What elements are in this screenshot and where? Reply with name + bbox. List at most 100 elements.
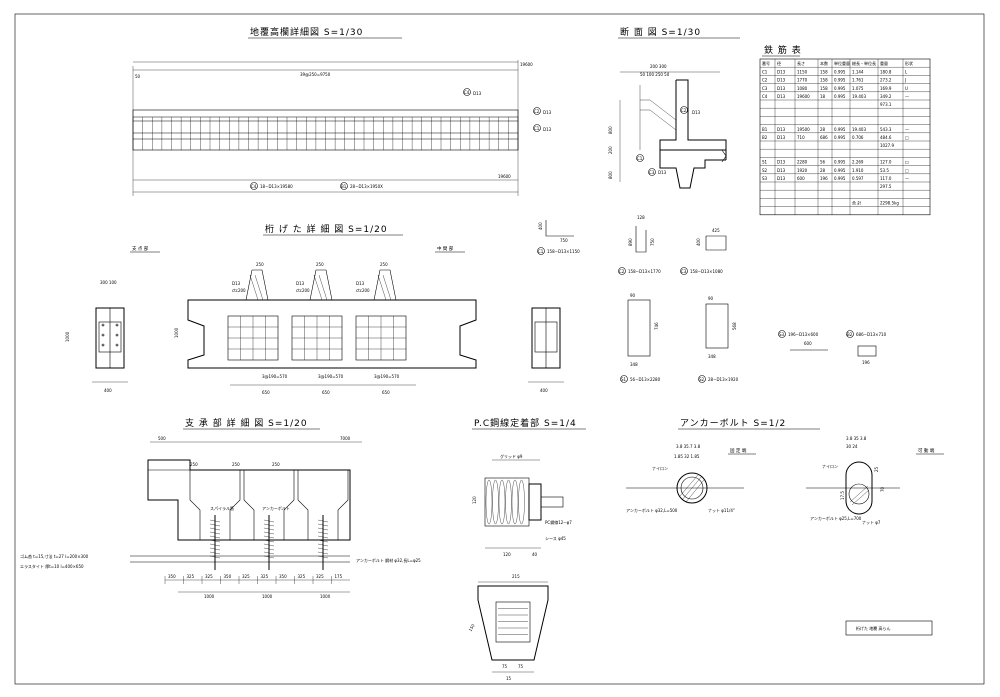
svg-text:500: 500 [158,436,166,441]
table-cell: D13 [777,135,786,140]
svg-text:50 100 250 50: 50 100 250 50 [640,72,670,77]
svg-text:C2: C2 [619,269,625,274]
svg-text:348: 348 [630,362,638,367]
table-cell: 0.995 [834,168,846,173]
table-cell: 1.910 [852,168,864,173]
table-header-cell: 本数 [820,60,828,66]
svg-text:325: 325 [261,574,269,579]
svg-text:C2: C2 [681,108,687,113]
svg-text:3@190=570: 3@190=570 [318,374,344,379]
section-title: 断 面 図 S=1/30 [620,26,701,38]
table-cell: 117.0 [880,176,892,181]
svg-text:175: 175 [335,574,343,579]
table-cell: 2.269 [852,160,864,165]
svg-text:350: 350 [279,574,287,579]
table-cell: 0.995 [834,78,846,83]
svg-text:50: 50 [135,74,141,79]
table-header-cell: 総長・単位長 [852,60,876,66]
svg-text:ナイロン: ナイロン [652,465,668,471]
svg-text:30 24: 30 24 [846,444,858,449]
table-cell: 1.144 [852,69,864,74]
table-cell: 973.1 [880,102,892,107]
table-cell: C3 [762,86,768,91]
table-cell: 28 [820,168,826,173]
table-cell: 686 [820,135,828,140]
elevation-posts [132,117,519,150]
girder-title: 桁 げ た 詳 細 図 S=1/20 [265,223,388,235]
svg-text:348: 348 [708,354,716,359]
table-cell: 56 [820,160,826,165]
svg-text:固 定 端: 固 定 端 [730,447,747,454]
table-cell: S3 [762,176,768,181]
svg-text:568: 568 [732,322,737,330]
svg-text:90: 90 [708,296,714,301]
svg-text:686−D13×710: 686−D13×710 [856,332,887,337]
svg-text:250: 250 [272,462,280,467]
table-cell: 297.5 [880,184,892,189]
svg-text:39@250=9750: 39@250=9750 [300,72,331,77]
svg-text:B2: B2 [847,332,853,337]
svg-text:250: 250 [380,262,388,267]
girder-detail: 桁 げ た 詳 細 図 S=1/20 支 点 部 中 間 部 300 100 4… [65,223,564,395]
bearing-title: 支 承 部 詳 細 図 S=1/20 [185,417,308,429]
svg-text:桁げた 地覆 高らん: 桁げた 地覆 高らん [856,625,891,631]
svg-text:350: 350 [168,574,176,579]
svg-text:19600: 19600 [520,62,533,67]
svg-text:C1: C1 [534,126,540,131]
table-cell: D13 [777,176,786,181]
table-cell: U [905,86,908,91]
svg-text:D13: D13 [232,281,241,286]
table-cell: 0.706 [852,135,864,140]
table-cell: J [904,78,906,83]
table-cell: B2 [762,135,768,140]
svg-text:S2: S2 [699,377,705,382]
svg-text:250: 250 [232,462,240,467]
table-cell: 28 [820,127,826,132]
table-cell: 19.403 [852,94,866,99]
table-cell: 19600 [797,94,810,99]
svg-text:19600: 19600 [498,174,511,179]
table-cell: □ [905,160,909,165]
table-cell: S2 [762,168,768,173]
svg-text:1.85 32 1.85: 1.85 32 1.85 [674,454,700,459]
svg-text:C1: C1 [637,156,643,161]
svg-text:250: 250 [316,262,324,267]
svg-text:750: 750 [560,238,568,243]
svg-text:アンカーボルト 鋼材 φ32,長L=φ25: アンカーボルト 鋼材 φ32,長L=φ25 [356,557,421,563]
svg-text:D13: D13 [296,281,305,286]
table-cell: 2298.5kg [880,201,899,206]
table-cell: 18 [820,94,826,99]
svg-text:350: 350 [224,574,232,579]
table-cell: 158 [820,86,828,91]
elevation-view: 地覆高欄詳細図 S=1/30 19600 50 39@250=9750 C4 D… [132,26,552,196]
svg-text:C3: C3 [681,269,687,274]
anchor-title: アンカーボルト S=1/2 [680,418,786,429]
table-cell: 0.995 [834,176,846,181]
table-header-cell: 径 [777,60,781,66]
svg-text:グリッド φ9: グリッド φ9 [500,453,523,459]
table-cell: 0.995 [834,94,846,99]
svg-text:スパイラル筋: スパイラル筋 [210,505,234,511]
svg-text:250: 250 [190,462,198,467]
anchor-bolt-detail: アンカーボルト S=1/2 固 定 端 可 動 端 3.8 35.7 3.8 1… [626,418,944,525]
table-cell: — [905,94,909,99]
svg-text:400: 400 [104,388,112,393]
svg-text:D13: D13 [692,110,701,115]
svg-text:D13: D13 [473,91,482,96]
table-cell: 合 計 [852,200,861,206]
svg-text:70: 70 [880,486,885,492]
table-cell: 127.0 [880,160,892,165]
bar-shapes: 750 400 C1 158−D13×1150 128 890 750 C2 1… [537,215,887,383]
svg-text:C4: C4 [251,184,257,189]
table-cell: 710 [797,135,805,140]
svg-text:15: 15 [506,676,512,681]
svg-text:650: 650 [262,390,270,395]
table-header-cell: 長さ [797,60,805,66]
svg-text:中 間 部: 中 間 部 [437,245,454,252]
svg-text:75: 75 [502,664,508,669]
svg-text:ナット φ11/4": ナット φ11/4" [708,507,735,513]
svg-text:200 300: 200 300 [650,64,667,69]
svg-text:1000: 1000 [174,327,179,338]
table-cell: D13 [777,78,786,83]
table-cell: 0.597 [852,176,864,181]
